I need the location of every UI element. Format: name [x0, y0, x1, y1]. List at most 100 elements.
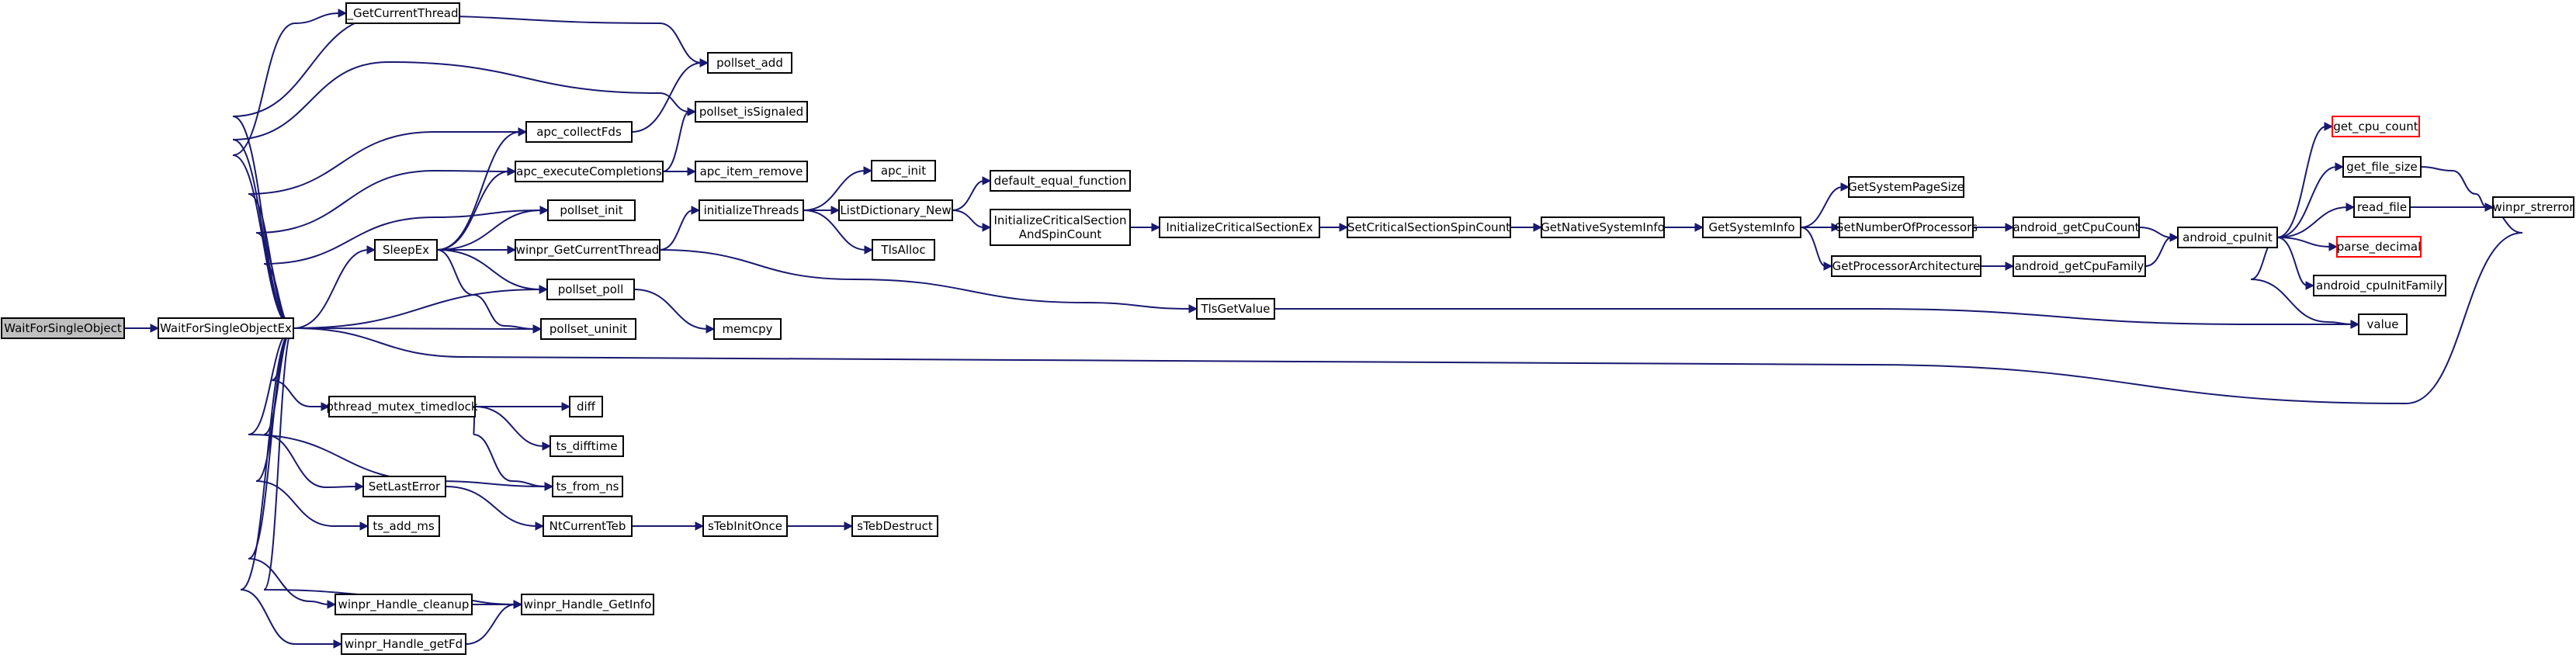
node-get-cpu-count[interactable]: get_cpu_count	[2332, 116, 2420, 137]
node-stebdestruct[interactable]: sTebDestruct	[851, 515, 938, 537]
node-box	[552, 476, 623, 497]
node-setlasterror[interactable]: SetLastError	[362, 476, 446, 497]
node-winpr-handle-cleanup[interactable]: winpr_Handle_cleanup	[335, 594, 473, 615]
node-initializethreads[interactable]: initializeThreads	[699, 199, 804, 221]
arrowhead-pollset-add	[699, 58, 709, 68]
node-box	[990, 209, 1131, 246]
node-parse-decimal[interactable]: parse_decimal	[2336, 236, 2422, 258]
node-label: ts_difftime	[556, 439, 617, 454]
node-label: read_file	[2357, 200, 2407, 215]
node-initializecriticalsectionex[interactable]: InitializeCriticalSectionEx	[1159, 216, 1320, 238]
node-apc-executecompletions[interactable]: apc_executeCompletions	[515, 161, 664, 182]
edge-listdictionary-new-to-initializecriticalsectionandspincount	[952, 210, 985, 228]
node-label: apc_executeCompletions	[516, 164, 662, 179]
node-box	[1196, 298, 1275, 320]
node-diff[interactable]: diff	[569, 396, 603, 417]
node-winpr-handle-getfd[interactable]: winpr_Handle_getFd	[341, 633, 466, 655]
node-box	[515, 161, 664, 182]
node-box	[1, 317, 125, 339]
node-label: TlsGetValue	[1200, 302, 1270, 316]
node-pollset-add[interactable]: pollset_add	[707, 52, 792, 74]
arrowhead-winpr-strerror	[2484, 203, 2495, 212]
edge-getsysteminfo-to-getprocessorarchitecture	[1800, 227, 1826, 267]
node-label: InitializeCriticalSection	[994, 213, 1127, 227]
node-label: default_equal_function	[994, 174, 1127, 189]
node-apc-init[interactable]: apc_init	[871, 160, 936, 182]
arrowhead-get-file-size	[2335, 162, 2345, 171]
node-label: _GetCurrentThread	[346, 6, 458, 21]
edges-layer	[124, 9, 2523, 649]
node-getsysteminfo[interactable]: GetSystemInfo	[1702, 216, 1801, 238]
node-default-equal-function[interactable]: default_equal_function	[990, 170, 1131, 192]
node-label: SetCriticalSectionSpinCount	[1347, 220, 1510, 234]
arrowhead-winpr-getcurrentthread	[507, 245, 517, 255]
node-getnativesysteminfo[interactable]: GetNativeSystemInfo	[1541, 216, 1665, 238]
node-label: NtCurrentTeb	[550, 519, 626, 533]
node-box	[345, 2, 460, 24]
node-label: WaitForSingleObjectEx	[160, 321, 292, 335]
node-android-cpuinit[interactable]: android_cpuInit	[2177, 227, 2278, 248]
node-label: TlsAlloc	[880, 243, 925, 257]
node-waitforsingleobjectex[interactable]: WaitForSingleObjectEx	[158, 317, 294, 339]
node-winpr-handle-getinfo[interactable]: winpr_Handle_GetInfo	[521, 594, 654, 615]
node-label: pthread_mutex_timedlock	[326, 400, 478, 414]
node-label: get_file_size	[2346, 160, 2418, 175]
node-stebinitonce[interactable]: sTebInitOnce	[702, 515, 788, 537]
node-sleepex[interactable]: SleepEx	[374, 239, 438, 261]
node-getprocessorarchitecture[interactable]: GetProcessorArchitecture	[1831, 255, 1981, 277]
node-waitforsingleobject[interactable]: WaitForSingleObject	[1, 317, 125, 339]
node-pollset-init[interactable]: pollset_init	[547, 199, 636, 221]
node-label: android_cpuInit	[2182, 230, 2273, 245]
node-label: winpr_GetCurrentThread	[516, 243, 660, 258]
node-tlsgetvalue[interactable]: TlsGetValue	[1196, 298, 1275, 320]
node-getnumberofprocessors[interactable]: GetNumberOfProcessors	[1835, 216, 1978, 238]
node-box	[525, 121, 633, 143]
node-value[interactable]: value	[2358, 313, 2408, 335]
node-android-getcpucount[interactable]: android_getCpuCount	[2013, 216, 2140, 238]
node-box	[1347, 216, 1511, 238]
node-getcurrentthread[interactable]: _GetCurrentThread	[345, 2, 460, 24]
node-label: ListDictionary_New	[840, 203, 951, 218]
node-label: pollset_poll	[558, 282, 624, 297]
node-listdictionary-new[interactable]: ListDictionary_New	[838, 199, 953, 221]
node-android-cpuinitfamily[interactable]: android_cpuInitFamily	[2313, 275, 2446, 296]
node-tlsalloc[interactable]: TlsAlloc	[872, 239, 935, 261]
node-pollset-poll[interactable]: pollset_poll	[546, 279, 635, 300]
node-winpr-getcurrentthread[interactable]: winpr_GetCurrentThread	[515, 239, 660, 261]
node-box	[851, 515, 938, 537]
node-label: GetSystemInfo	[1708, 220, 1794, 234]
node-label: pollset_init	[560, 203, 622, 218]
node-ts-add-ms[interactable]: ts_add_ms	[367, 515, 440, 537]
node-label: apc_item_remove	[700, 164, 803, 179]
node-ntcurrentteb[interactable]: NtCurrentTeb	[543, 515, 633, 537]
node-get-file-size[interactable]: get_file_size	[2342, 156, 2422, 178]
arrowhead-getprocessorarchitecture	[1823, 261, 1833, 271]
node-box	[543, 515, 633, 537]
node-setcriticalsectionspincount[interactable]: SetCriticalSectionSpinCount	[1347, 216, 1511, 238]
node-pthread-mutex-timedlock[interactable]: pthread_mutex_timedlock	[326, 396, 478, 417]
node-ts-difftime[interactable]: ts_difftime	[550, 435, 624, 457]
node-box	[158, 317, 294, 339]
node-pollset-issignaled[interactable]: pollset_isSignaled	[695, 101, 808, 123]
node-box	[367, 515, 440, 537]
node-read-file[interactable]: read_file	[2353, 196, 2411, 218]
node-memcpy[interactable]: memcpy	[713, 318, 782, 340]
edge-apc-collectfds-to-pollset-add	[631, 62, 702, 133]
node-label: memcpy	[722, 322, 772, 336]
arrowhead-waitforsingleobjectex	[150, 324, 160, 333]
node-label: InitializeCriticalSectionEx	[1166, 220, 1312, 234]
node-apc-collectfds[interactable]: apc_collectFds	[525, 121, 633, 143]
edge-android-cpuinit-to-get-cpu-count	[2276, 126, 2327, 238]
node-ts-from-ns[interactable]: ts_from_ns	[552, 476, 623, 497]
node-pollset-uninit[interactable]: pollset_uninit	[540, 318, 636, 340]
arrowhead-android-cpuinit	[2169, 233, 2179, 242]
node-getsystempagesize[interactable]: GetSystemPageSize	[1848, 176, 1964, 198]
node-apc-item-remove[interactable]: apc_item_remove	[695, 161, 808, 182]
node-box	[328, 396, 476, 417]
node-android-getcpufamily[interactable]: android_getCpuFamily	[2013, 255, 2146, 277]
arrowhead-ts-from-ns	[544, 482, 554, 491]
arrowhead-ntcurrentteb	[535, 521, 545, 531]
node-winpr-strerror[interactable]: winpr_strerror	[2492, 196, 2575, 218]
edge-winpr-getcurrentthread-to-initializethreads	[659, 210, 694, 251]
